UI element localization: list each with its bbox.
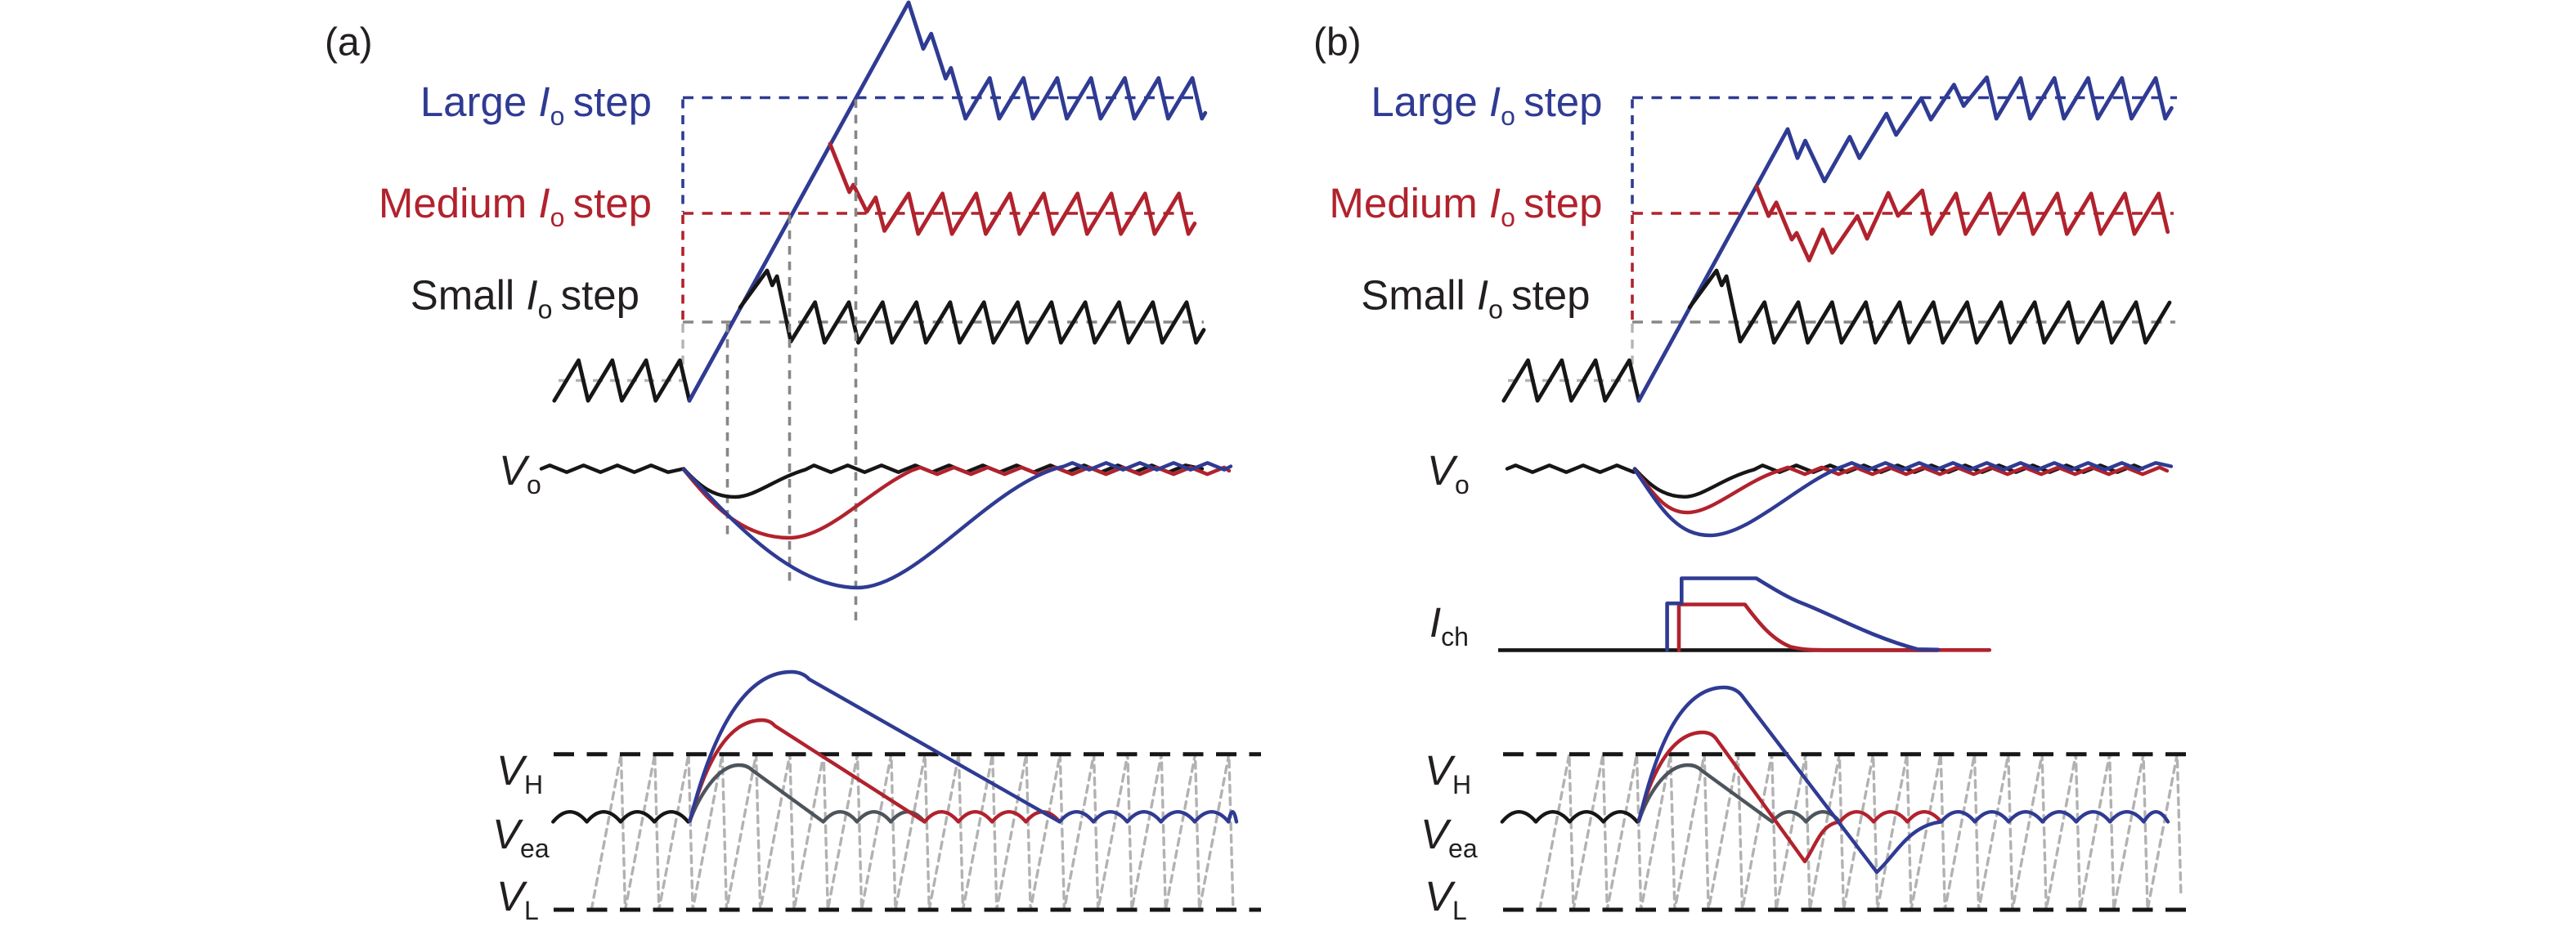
svg-text:VL: VL xyxy=(1425,873,1467,925)
svg-text:Vea: Vea xyxy=(492,811,550,863)
svg-text:Large Io step: Large Io step xyxy=(420,78,652,131)
svg-text:VH: VH xyxy=(1425,747,1471,799)
svg-text:Medium Io step: Medium Io step xyxy=(379,180,652,232)
svg-text:(b): (b) xyxy=(1313,21,1362,65)
svg-text:(a): (a) xyxy=(325,21,373,65)
svg-text:Vo: Vo xyxy=(499,447,541,499)
svg-text:Large Io step: Large Io step xyxy=(1371,78,1602,131)
svg-text:Ich: Ich xyxy=(1429,599,1469,651)
svg-text:Small Io step: Small Io step xyxy=(1361,272,1590,325)
svg-text:VH: VH xyxy=(496,747,543,799)
svg-text:Small Io step: Small Io step xyxy=(411,272,640,325)
svg-text:VL: VL xyxy=(496,873,539,925)
svg-text:Medium Io step: Medium Io step xyxy=(1329,180,1602,232)
svg-text:Vo: Vo xyxy=(1427,447,1470,499)
svg-text:Vea: Vea xyxy=(1420,811,1478,863)
